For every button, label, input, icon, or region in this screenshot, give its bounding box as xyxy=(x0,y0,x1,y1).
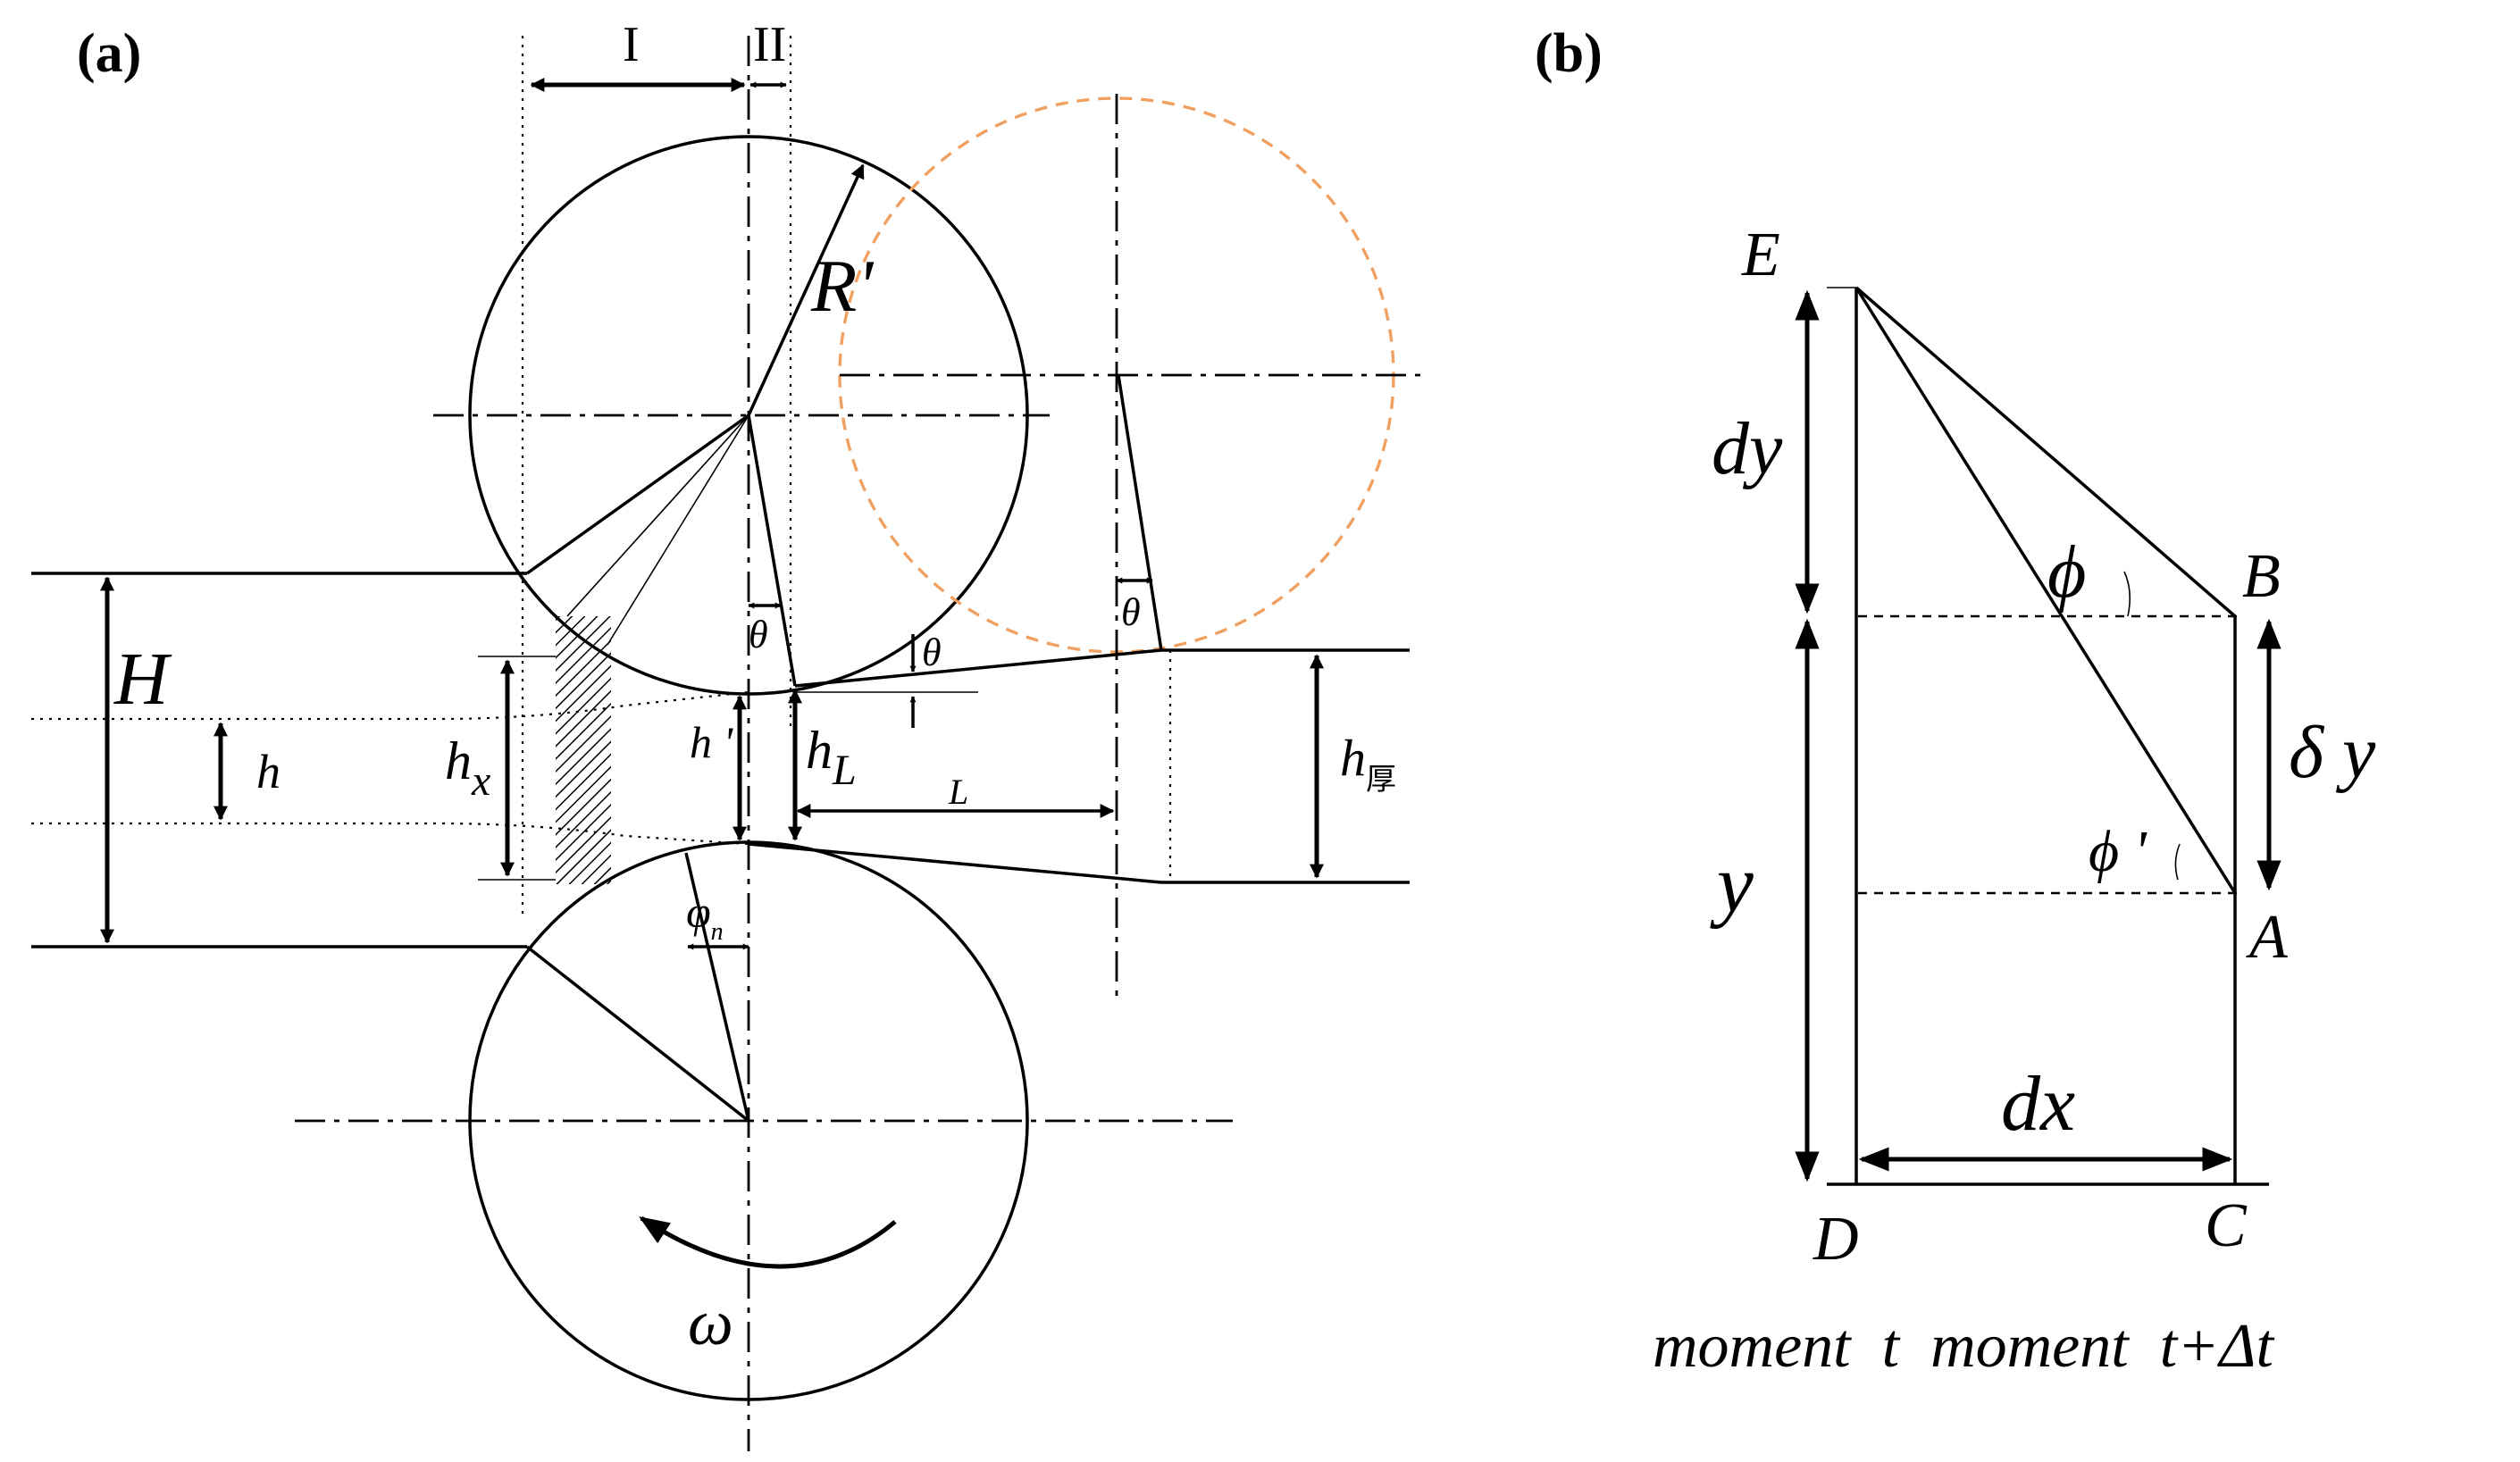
lower-entry-radius-line xyxy=(525,945,750,1123)
point-D-label: D xyxy=(1813,1205,1859,1274)
line-EA xyxy=(1854,287,2237,894)
exit-radius-line xyxy=(747,414,797,687)
omega-label: ω xyxy=(688,1287,733,1358)
point-C-label: C xyxy=(2205,1191,2248,1260)
rotation-arrow xyxy=(639,1216,897,1269)
h-prime-label: h ' xyxy=(690,717,734,767)
hx-label: hx xyxy=(445,731,490,805)
panel-a: (a) I II xyxy=(31,17,1429,1451)
phi-prime-label: ϕ ' xyxy=(2089,819,2148,884)
phi-label: ϕ xyxy=(2047,530,2086,614)
fan-line-1 xyxy=(566,414,749,617)
theta-3-label: θ xyxy=(922,631,942,674)
point-E-label: E xyxy=(1741,221,1780,289)
phi-angle-arc xyxy=(2123,571,2131,617)
L-label: L xyxy=(948,772,968,812)
hatched-element xyxy=(556,616,611,884)
strip-bottom-exit-slope xyxy=(748,842,1162,884)
lower-neutral-radius-line xyxy=(684,852,750,1122)
theta-1-label: θ xyxy=(749,613,768,656)
phi-n-label: φn xyxy=(686,887,724,946)
y-label: y xyxy=(1710,838,1754,929)
panel-b-label: (b) xyxy=(1535,23,1603,84)
strip-top-exit-slope xyxy=(794,648,1162,688)
theta-2-label: θ xyxy=(1121,590,1141,634)
line-EB xyxy=(1854,286,2237,618)
delta-y-label: δ y xyxy=(2289,711,2376,794)
entry-radius-line xyxy=(525,414,750,575)
inner-profile-bottom xyxy=(31,822,749,846)
dy-label: dy xyxy=(1712,407,1783,490)
inner-profile-top xyxy=(31,690,749,721)
radius-label: R' xyxy=(810,245,875,328)
zone-1-label: I xyxy=(623,17,640,72)
H-label: H xyxy=(113,638,172,721)
shifted-radius-line xyxy=(1117,374,1163,651)
dx-label: dx xyxy=(2001,1061,2075,1148)
point-B-label: B xyxy=(2242,542,2281,611)
panel-a-label: (a) xyxy=(77,23,141,84)
radius-line xyxy=(747,163,865,416)
hL-label: hL xyxy=(806,721,857,794)
h-label: h xyxy=(256,745,280,798)
moment-caption: moment t moment t+Δt xyxy=(1653,1312,2274,1381)
phi-prime-angle-arc xyxy=(2174,843,2181,881)
panel-b: (b) E B A D C dy y δ y dx ϕ ϕ ' mo xyxy=(1535,23,2376,1381)
zone-2-label: II xyxy=(753,17,786,72)
fan-line-2 xyxy=(607,414,749,646)
h-thick-label: h厚 xyxy=(1340,729,1396,797)
point-A-label: A xyxy=(2246,903,2288,972)
